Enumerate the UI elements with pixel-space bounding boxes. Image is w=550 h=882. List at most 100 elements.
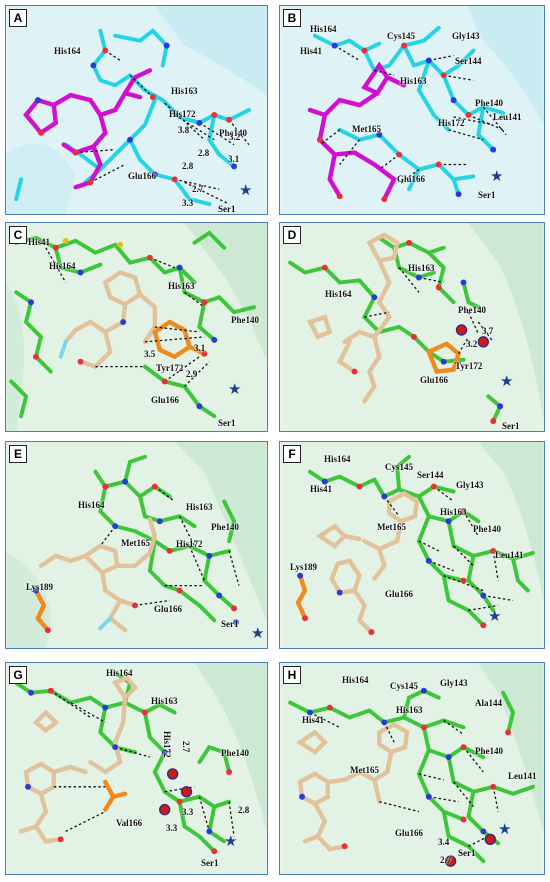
- panel-d-structure: [280, 223, 544, 431]
- residue-label: Cys145: [387, 31, 416, 41]
- panel-f: F His164 His41 Cys145 Ser144 Gly143 His1…: [279, 441, 545, 649]
- distance-label: 3.1: [194, 343, 206, 353]
- residue-label: His172: [169, 109, 196, 119]
- distance-label: 2.8: [198, 148, 210, 158]
- panel-c-structure: [6, 223, 267, 431]
- residue-label: His163: [408, 263, 435, 273]
- residue-label: Glu166: [397, 174, 426, 184]
- residue-label: Ala144: [475, 698, 502, 708]
- residue-label: Ser1: [458, 848, 476, 858]
- residue-label: Ser1: [221, 619, 239, 629]
- residue-label: His164: [310, 24, 337, 34]
- residue-label: Glu166: [420, 375, 449, 385]
- residue-label: His163: [440, 507, 467, 517]
- residue-label: His41: [310, 484, 333, 494]
- residue-label: Ser144: [417, 470, 444, 480]
- residue-label: Ser144: [455, 56, 482, 66]
- residue-label: Glu166: [385, 589, 414, 599]
- residue-label: Phe140: [475, 746, 503, 756]
- distance-label: 3.3: [182, 198, 194, 208]
- residue-label: His163: [400, 76, 427, 86]
- residue-label: His172: [162, 731, 172, 758]
- residue-label: His41: [28, 237, 51, 247]
- residue-label: Ser1: [218, 204, 236, 214]
- distance-label: 3.3: [166, 823, 178, 833]
- residue-label: Gly143: [456, 480, 484, 490]
- residue-label: Lys189: [290, 562, 318, 572]
- panel-label: G: [9, 666, 27, 684]
- panel-label: A: [9, 9, 27, 27]
- star-marker: ★: [239, 183, 253, 199]
- distance-label: 2.7: [192, 184, 204, 194]
- panel-label: F: [283, 445, 301, 463]
- residue-label: Phe140: [231, 315, 259, 325]
- distance-label: 3.3: [182, 807, 194, 817]
- residue-label: His163: [186, 502, 213, 512]
- distance-label: 3.1: [228, 154, 240, 164]
- panel-g: G His164 His163 His172 Phe140 Val166 Ser…: [5, 662, 268, 875]
- distance-label: 2.7: [440, 855, 452, 865]
- panel-c: C His41 His164 His163 Phe140 Tyr172 Glu1…: [5, 222, 268, 432]
- star-marker: ★: [488, 609, 502, 625]
- residue-label: Cys145: [385, 462, 414, 472]
- star-marker: ★: [228, 382, 242, 398]
- distance-label: 2.7: [181, 741, 191, 753]
- residue-label: His172: [176, 539, 203, 549]
- residue-label: Met165: [352, 124, 381, 134]
- residue-label: Glu166: [154, 604, 183, 614]
- residue-label: Leu141: [495, 550, 524, 560]
- residue-label: His163: [168, 281, 195, 291]
- residue-label: Glu166: [151, 395, 180, 405]
- residue-label: His164: [324, 454, 351, 464]
- residue-label: His163: [171, 86, 198, 96]
- residue-label: His41: [302, 715, 325, 725]
- residue-label: His163: [151, 696, 178, 706]
- residue-label: Gly143: [440, 678, 468, 688]
- distance-label: 3.7: [482, 326, 494, 336]
- star-marker: ★: [500, 374, 514, 390]
- residue-label: Glu166: [395, 828, 424, 838]
- panel-a-structure: [6, 6, 267, 214]
- distance-label: 2.9: [186, 369, 198, 379]
- panel-b-structure: [280, 6, 544, 214]
- panel-label: E: [9, 445, 27, 463]
- residue-label: His164: [325, 289, 352, 299]
- residue-label: Phe140: [475, 98, 503, 108]
- distance-label: 3.8: [178, 125, 190, 135]
- residue-label: His164: [54, 46, 81, 56]
- residue-label: Lys189: [26, 582, 54, 592]
- residue-label: Cys145: [390, 681, 419, 691]
- residue-label: Leu141: [508, 771, 537, 781]
- residue-label: Tyr172: [156, 363, 184, 373]
- residue-label: Phe140: [458, 305, 486, 315]
- residue-label: His172: [438, 118, 465, 128]
- residue-label: Tyr172: [455, 361, 483, 371]
- residue-label: Val166: [116, 818, 143, 828]
- residue-label: His164: [49, 261, 76, 271]
- star-marker: ★: [498, 822, 512, 838]
- star-marker: ★: [490, 169, 504, 185]
- residue-label: Phe140: [473, 524, 501, 534]
- panel-f-structure: [280, 442, 544, 648]
- residue-label: Ser1: [218, 418, 236, 428]
- residue-label: Phe140: [221, 748, 249, 758]
- residue-label: His41: [300, 46, 323, 56]
- residue-label: Ser1: [502, 421, 520, 431]
- star-marker: ★: [251, 626, 265, 642]
- distance-label: 2.8: [182, 161, 194, 171]
- residue-label: Met165: [377, 522, 406, 532]
- residue-label: Met165: [350, 765, 379, 775]
- panel-h: H His164 Cys145 Gly143 Ala144 His41 His1…: [279, 662, 545, 875]
- panel-e: E His164 His163 Phe140 His172 Met165 Lys…: [5, 441, 268, 649]
- distance-label: 3.2: [229, 132, 241, 142]
- panel-label: D: [283, 226, 301, 244]
- star-marker: ★: [224, 834, 238, 850]
- distance-label: 3.2: [466, 339, 478, 349]
- panel-h-structure: [280, 663, 544, 874]
- residue-label: Leu141: [493, 112, 522, 122]
- residue-label: Ser1: [201, 858, 219, 868]
- panel-g-structure: [6, 663, 267, 874]
- panel-label: C: [9, 226, 27, 244]
- panel-d: D His163 His164 Phe140 Tyr172 Glu166 Ser…: [279, 222, 545, 432]
